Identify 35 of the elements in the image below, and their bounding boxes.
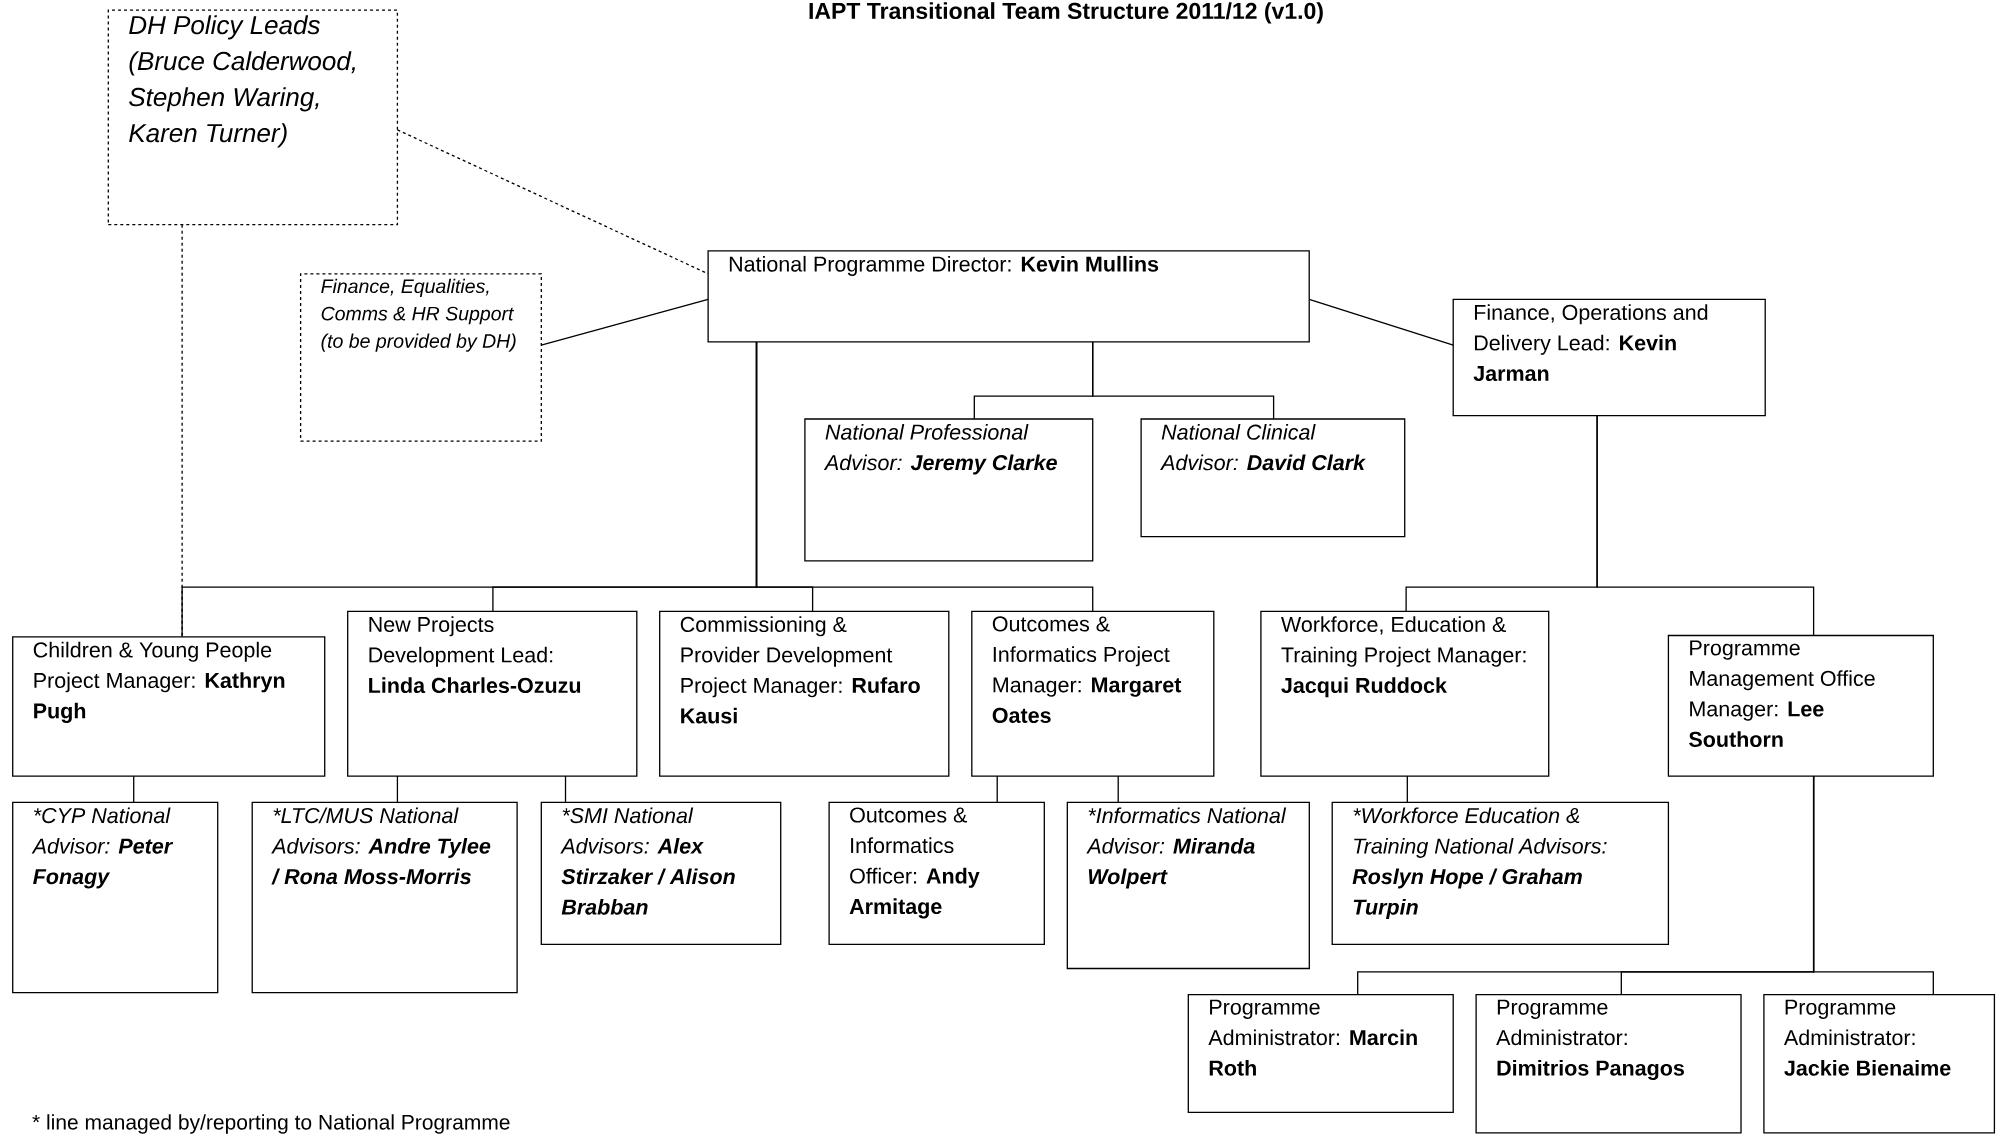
role-box: National Professional Advisor: Jeremy Clarke xyxy=(804,418,1094,562)
role-box: *LTC/MUS National Advisors: Andre Tylee / Rona Moss-Morris xyxy=(251,801,518,994)
role-box: Outcomes & Informatics Officer: Andy Armitage xyxy=(828,801,1045,945)
footnote: * line managed by/reporting to National Programme xyxy=(32,1114,510,1134)
connector-line xyxy=(396,775,399,804)
role-box: Programme Administrator: Jackie Bienaime xyxy=(1763,994,1996,1134)
role-box: *CYP National Advisor: Peter Fonagy xyxy=(12,801,219,994)
role-box: New Projects Development Lead: Linda Charles-Ozuzu xyxy=(347,610,638,777)
connector-line xyxy=(755,341,1094,612)
role-box: *Workforce Education & Training National Advisors: Roslyn Hope / Graham Turpin xyxy=(1331,801,1670,945)
role-box: National Programme Director: Kevin Mullins xyxy=(707,250,1310,343)
role-box: Workforce, Education & Training Project Manager: Jacqui Ruddock xyxy=(1260,610,1550,777)
role-box: Outcomes & Informatics Project Manager: Margaret Oates xyxy=(971,610,1215,777)
role-box: Commissioning & Provider Development Project Manager: Rufaro Kausi xyxy=(659,610,950,777)
connector-line xyxy=(1308,298,1454,346)
connector-line xyxy=(540,298,709,346)
dashed-box: DH Policy Leads (Bruce Calderwood, Stephen Waring, Karen Turner) xyxy=(107,9,399,226)
role-box: *SMI National Advisors: Alex Stirzaker / Alison Brabban xyxy=(540,801,782,945)
role-box: Finance, Operations and Delivery Lead: Kevin Jarman xyxy=(1452,298,1766,417)
connector-line xyxy=(1117,775,1119,804)
dashed-box: Finance, Equalities, Comms & HR Support (to be provided by DH) xyxy=(299,273,542,442)
connector-line xyxy=(133,775,135,804)
role-box: Children & Young People Project Manager: Kathryn Pugh xyxy=(12,636,326,777)
connector-line xyxy=(1406,775,1408,804)
role-box: *Informatics National Advisor: Miranda Wolpert xyxy=(1066,801,1310,970)
connector-line xyxy=(1092,341,1275,420)
connector-line xyxy=(996,775,998,804)
title: IAPT Transitional Team Structure 2011/12 (v1.0) xyxy=(809,2,1323,24)
role-box: Programme Administrator: Dimitrios Panagos xyxy=(1475,994,1742,1134)
connector-line xyxy=(1596,415,1815,637)
role-box: Programme Management Office Manager: Lee Southorn xyxy=(1667,634,1934,777)
role-box: National Clinical Advisor: David Clark xyxy=(1140,418,1406,538)
connector-line xyxy=(564,775,567,804)
connector-line xyxy=(1812,775,1934,996)
role-box: Programme Administrator: Marcin Roth xyxy=(1187,994,1454,1114)
